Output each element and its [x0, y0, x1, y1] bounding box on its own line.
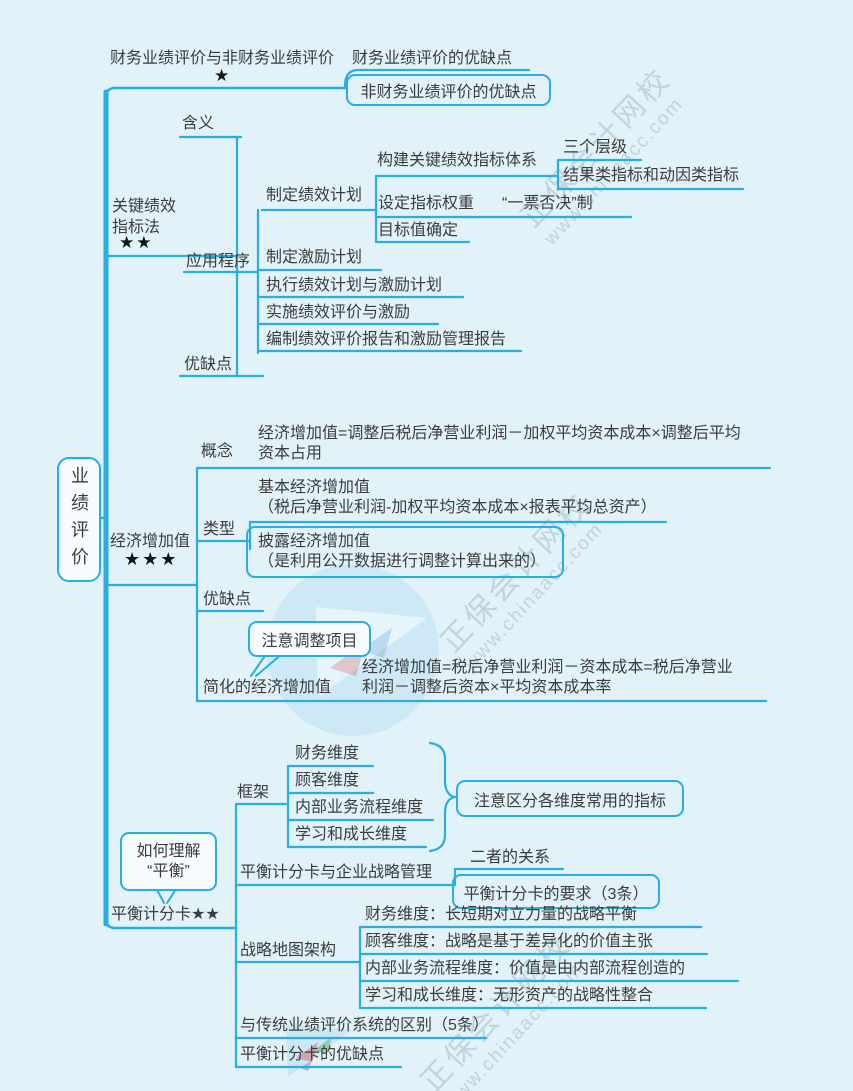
node-note: （是利用公开数据进行调整计算出来的）	[258, 553, 547, 570]
node-eva-pros-cons[interactable]: 优缺点	[203, 591, 252, 608]
node-map-customer[interactable]: 顾客维度：战略是基于差异化的价值主张	[365, 933, 654, 950]
node-one-vote-veto[interactable]: “一票否决”制	[502, 195, 593, 212]
node-strategy-map[interactable]: 战略地图架构	[240, 942, 337, 959]
node-basic-eva[interactable]: 基本经济增加值 （税后净营业利润-加权平均资本成本×报表平均总资产）	[258, 478, 657, 518]
node-prepare-reports[interactable]: 编制绩效评价报告和激励管理报告	[266, 331, 507, 348]
node-three-levels[interactable]: 三个层级	[563, 139, 628, 156]
node-bsc-requirements[interactable]: 平衡计分卡的要求（3条）	[452, 874, 660, 909]
node-kpi-procedure[interactable]: 应用程序	[186, 253, 251, 270]
node-dim-financial[interactable]: 财务维度	[295, 745, 360, 762]
node-simplified-eva-formula[interactable]: 经济增加值=税后净营业利润－资本成本=税后净营业 利润－调整后资本×平均资本成本…	[362, 658, 733, 698]
node-map-learning[interactable]: 学习和成长维度：无形资产的战略性整合	[365, 987, 654, 1004]
root-label: 业绩评价	[69, 465, 89, 574]
node-note: （税后净营业利润-加权平均资本成本×报表平均总资产）	[258, 499, 657, 516]
node-eva-type[interactable]: 类型	[203, 521, 236, 538]
node-dim-internal[interactable]: 内部业务流程维度	[295, 799, 424, 816]
node-financial-branch[interactable]: 财务业绩评价与非财务业绩评价	[110, 50, 335, 67]
node-execute-plans[interactable]: 执行绩效计划与激励计划	[266, 277, 443, 294]
node-plan-incentive[interactable]: 制定激励计划	[266, 249, 363, 266]
node-map-financial[interactable]: 财务维度：长短期对立力量的战略平衡	[365, 906, 638, 923]
callout-note-adjustment[interactable]: 注意调整项目	[248, 621, 371, 657]
node-nonfinancial-pros-cons[interactable]: 非财务业绩评价的优缺点	[346, 74, 551, 106]
node-simplified-eva[interactable]: 简化的经济增加值	[203, 679, 332, 696]
node-note-indicators[interactable]: 注意区分各维度常用的指标	[456, 780, 684, 817]
node-result-driver-indicators[interactable]: 结果类指标和动因类指标	[563, 167, 740, 184]
node-eva-concept[interactable]: 概念	[201, 443, 234, 460]
star-rating: ★	[214, 66, 232, 85]
node-bsc-branch[interactable]: 平衡计分卡★★	[111, 906, 220, 923]
node-relationship[interactable]: 二者的关系	[470, 849, 551, 866]
node-label: 平衡计分卡的要求（3条）	[463, 885, 649, 903]
callout-label: 注意调整项目	[261, 633, 358, 650]
star-rating: ★★	[119, 233, 154, 252]
root-node[interactable]: 业绩评价	[57, 457, 101, 582]
star-rating: ★★★	[124, 549, 179, 569]
node-dim-learning[interactable]: 学习和成长维度	[295, 826, 408, 843]
node-label: 披露经济增加值	[258, 533, 371, 550]
node-label: 基本经济增加值	[258, 479, 371, 496]
node-implement-evaluation[interactable]: 实施绩效评价与激励	[266, 304, 411, 321]
formula-line: 利润－调整后资本×平均资本成本率	[362, 679, 612, 696]
formula-line: 资本占用	[258, 445, 323, 462]
node-kpi-branch-line2[interactable]: 指标法	[112, 219, 161, 236]
callout-line: “平衡”	[147, 862, 190, 880]
callout-line: 如何理解	[136, 842, 201, 860]
formula-line: 经济增加值=调整后税后净营业利润－加权平均资本成本×调整后平均	[258, 425, 741, 442]
node-plan-performance[interactable]: 制定绩效计划	[266, 187, 363, 204]
node-kpi-pros-cons[interactable]: 优缺点	[184, 356, 233, 373]
node-diff-traditional[interactable]: 与传统业绩评价系统的区别（5条）	[240, 1017, 489, 1034]
node-dim-customer[interactable]: 顾客维度	[295, 772, 360, 789]
node-build-kpi-system[interactable]: 构建关键绩效指标体系	[377, 152, 538, 169]
node-bsc-framework[interactable]: 框架	[237, 784, 270, 801]
callout-how-to-understand-balance[interactable]: 如何理解 “平衡”	[120, 832, 217, 891]
formula-line: 经济增加值=税后净营业利润－资本成本=税后净营业	[362, 659, 733, 676]
node-eva-concept-formula[interactable]: 经济增加值=调整后税后净营业利润－加权平均资本成本×调整后平均 资本占用	[258, 424, 741, 464]
node-set-weights[interactable]: 设定指标权重	[378, 195, 475, 212]
node-label: 非财务业绩评价的优缺点	[360, 84, 537, 101]
node-label: 注意区分各维度常用的指标	[473, 792, 666, 810]
node-kpi-branch-line1[interactable]: 关键绩效	[112, 198, 177, 215]
node-eva-branch[interactable]: 经济增加值	[110, 533, 191, 550]
node-bsc-strategy-mgmt[interactable]: 平衡计分卡与企业战略管理	[240, 864, 433, 881]
node-disclosed-eva[interactable]: 披露经济增加值 （是利用公开数据进行调整计算出来的）	[246, 526, 564, 578]
node-target-value[interactable]: 目标值确定	[378, 222, 459, 239]
node-financial-pros-cons[interactable]: 财务业绩评价的优缺点	[352, 50, 513, 67]
node-map-internal[interactable]: 内部业务流程维度：价值是由内部流程创造的	[365, 960, 686, 977]
node-bsc-pros-cons[interactable]: 平衡计分卡的优缺点	[240, 1046, 385, 1063]
node-kpi-meaning[interactable]: 含义	[182, 115, 215, 132]
